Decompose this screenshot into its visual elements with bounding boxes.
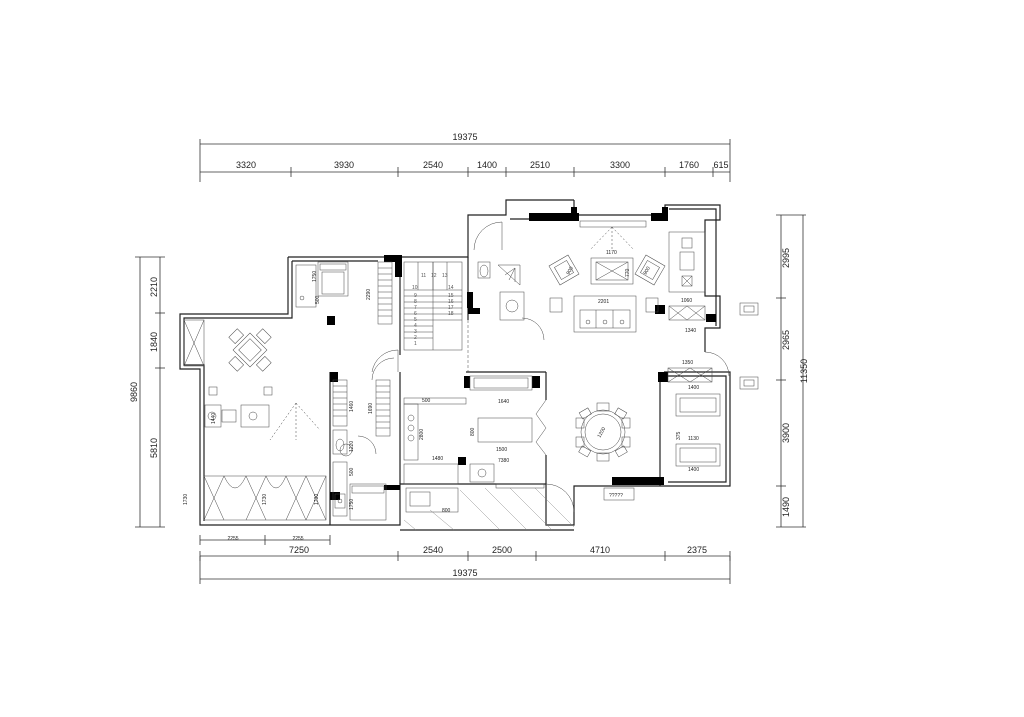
kitchen: 500 1640 2800 800 1500 1480 7380 800 bbox=[403, 375, 533, 514]
lounge-bottom-label: 1400 bbox=[688, 467, 699, 473]
kitchen-depth-label: 2800 bbox=[419, 429, 425, 440]
dining-table-label: 1200 bbox=[597, 426, 608, 439]
kitchen-island-label: 1500 bbox=[496, 447, 507, 453]
left-seg-3: 5810 bbox=[149, 438, 159, 458]
top-seg-5: 2510 bbox=[530, 160, 550, 170]
left-seg-2: 1840 bbox=[149, 332, 159, 352]
right-seg-2: 2965 bbox=[781, 330, 791, 350]
top-seg-1: 3320 bbox=[236, 160, 256, 170]
bottom-total-label: 19375 bbox=[452, 568, 477, 578]
stair-10: 10 bbox=[412, 285, 418, 291]
entry-hatch bbox=[403, 483, 575, 531]
bottom-seg-5: 2375 bbox=[687, 545, 707, 555]
side-cabinet-label: 1060 bbox=[681, 298, 692, 304]
top-seg-8: 615 bbox=[713, 160, 728, 170]
stair-13: 13 bbox=[442, 273, 448, 279]
stair-17: 17 bbox=[448, 305, 454, 311]
bottom-sub-1: 2255 bbox=[227, 536, 238, 542]
kitchen-total-label: 7380 bbox=[498, 458, 509, 464]
left-total-label: 9860 bbox=[129, 382, 139, 402]
window-mark: ????? bbox=[609, 493, 623, 499]
bottom-dimensions: 2255 2255 7250 2540 2500 4710 2375 19375 bbox=[199, 535, 731, 584]
right-seg-4: 1490 bbox=[781, 497, 791, 517]
stair-4: 4 bbox=[414, 323, 417, 329]
bath-label-a: 1220 bbox=[349, 441, 355, 452]
living-table-label: 1170 bbox=[606, 250, 617, 256]
stair-11: 11 bbox=[421, 273, 426, 279]
living-depth-label: 770 bbox=[625, 268, 631, 277]
left-room: 1440 1730 1730 1730 bbox=[183, 319, 327, 521]
right-total-label: 11350 bbox=[799, 359, 809, 383]
top-seg-7: 1760 bbox=[679, 160, 699, 170]
kitchen-island-depth-label: 800 bbox=[470, 427, 476, 436]
stair-18: 18 bbox=[448, 311, 454, 317]
stair-9: 9 bbox=[414, 293, 417, 299]
bottom-seg-2: 2540 bbox=[423, 545, 443, 555]
bottom-sub-2: 2255 bbox=[292, 536, 303, 542]
top-seg-6: 3300 bbox=[610, 160, 630, 170]
top-seg-4: 1400 bbox=[477, 160, 497, 170]
wardrobe-b-label: 1690 bbox=[368, 403, 374, 414]
entry-width-label: 800 bbox=[442, 508, 451, 514]
stair-2: 2 bbox=[414, 335, 417, 341]
top-bedroom: 1750 500 2290 bbox=[295, 261, 393, 325]
living-armchair-left-label: 900 bbox=[566, 266, 575, 276]
right-seg-3: 3900 bbox=[781, 423, 791, 443]
top-total-label: 19375 bbox=[452, 132, 477, 142]
bottom-seg-3: 2500 bbox=[492, 545, 512, 555]
columns bbox=[327, 207, 716, 500]
bay-width-label: 1350 bbox=[682, 360, 693, 366]
bath-label-b: 1750 bbox=[349, 499, 355, 510]
stair-15: 15 bbox=[448, 293, 454, 299]
left-table-icon bbox=[228, 328, 272, 372]
stair-16: 16 bbox=[448, 299, 454, 305]
bottom-seg-1: 7250 bbox=[289, 545, 309, 555]
bath-label-c: 500 bbox=[349, 467, 355, 476]
stair-1: 1 bbox=[414, 341, 417, 347]
dining-area: 1200 ????? bbox=[535, 399, 635, 501]
living-room: 900 900 1170 770 2201 1060 bbox=[548, 220, 759, 390]
stair-6: 6 bbox=[414, 311, 417, 317]
left-cab-label-a: 1730 bbox=[183, 494, 189, 505]
middle-storage: 1460 1690 1220 1750 500 bbox=[332, 357, 395, 521]
stair-8: 8 bbox=[414, 299, 417, 305]
top-seg-2: 3930 bbox=[334, 160, 354, 170]
living-armchair-right-label: 900 bbox=[643, 266, 652, 276]
wardrobe-a-label: 1460 bbox=[349, 401, 355, 412]
lounge-side-label: 375 bbox=[676, 431, 682, 440]
left-chair-label: 1440 bbox=[211, 413, 217, 424]
stair-12: 12 bbox=[431, 273, 437, 279]
left-seg-1: 2210 bbox=[149, 277, 159, 297]
top-dimensions: 19375 3320 3930 2540 1400 2510 3300 1760… bbox=[199, 132, 731, 182]
right-seg-1: 2995 bbox=[781, 248, 791, 268]
side-cabinet-long-label: 1340 bbox=[685, 328, 696, 334]
top-seg-3: 2540 bbox=[423, 160, 443, 170]
living-sofa-label: 2201 bbox=[598, 299, 609, 305]
lounge-table-label: 1130 bbox=[688, 436, 699, 442]
top-bathroom bbox=[473, 221, 545, 341]
bedroom-label-b: 500 bbox=[315, 295, 321, 304]
right-dimensions: 2995 2965 3900 1490 11350 bbox=[776, 214, 809, 528]
bottom-seg-4: 4710 bbox=[590, 545, 610, 555]
left-cab-label-b: 1730 bbox=[262, 494, 268, 505]
kitchen-counter-bottom-label: 1480 bbox=[432, 456, 443, 462]
stair-7: 7 bbox=[414, 305, 417, 311]
stair-3: 3 bbox=[414, 329, 417, 335]
left-dimensions: 9860 2210 1840 5810 bbox=[129, 256, 165, 528]
stair-5: 5 bbox=[414, 317, 417, 323]
bedroom-label-a: 1750 bbox=[312, 271, 318, 282]
stair-14: 14 bbox=[448, 285, 454, 291]
right-lounge: 1350 1400 1130 375 1400 bbox=[667, 360, 721, 473]
lounge-top-label: 1400 bbox=[688, 385, 699, 391]
staircase: 1 2 3 4 5 6 7 8 9 10 11 12 13 14 15 16 1… bbox=[371, 261, 469, 373]
kitchen-counter-top-label: 1640 bbox=[498, 399, 509, 405]
wardrobe-top-label: 2290 bbox=[366, 289, 372, 300]
left-cab-label-c: 1730 bbox=[314, 494, 320, 505]
kitchen-side-label: 500 bbox=[422, 398, 431, 404]
